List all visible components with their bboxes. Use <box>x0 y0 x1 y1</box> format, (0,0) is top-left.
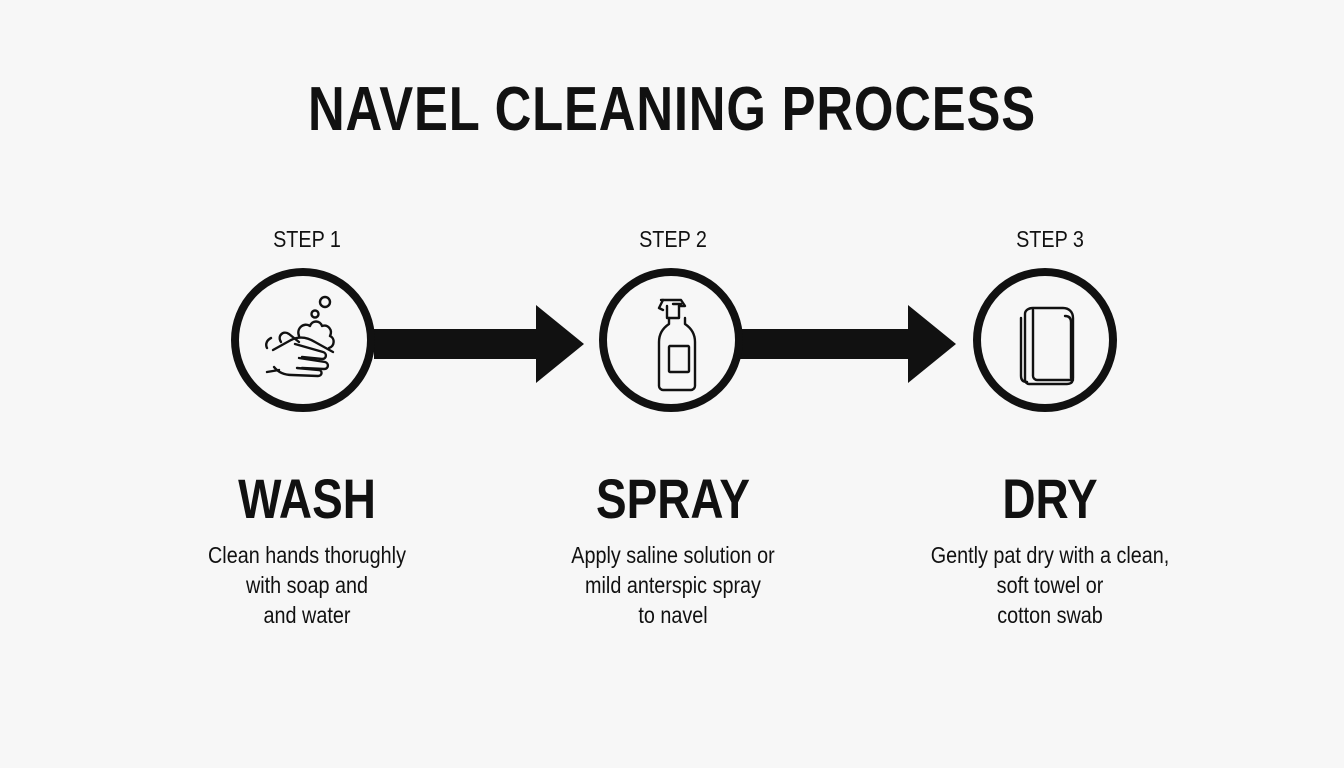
washing-hands-icon <box>265 295 335 378</box>
step-description: Apply saline solution or mild anterspic … <box>535 540 810 630</box>
towel-icon <box>1019 306 1075 386</box>
description-line: with soap and <box>245 572 369 598</box>
description-line: Gently pat dry with a clean, <box>930 542 1170 568</box>
description-line: cotton swab <box>997 602 1103 628</box>
description-line: to navel <box>638 602 708 628</box>
description-line: soft towel or <box>996 572 1104 598</box>
arrow-shaft <box>374 329 540 359</box>
description-line: Apply saline solution or <box>571 542 775 568</box>
step-number-label: STEP 3 <box>1016 226 1084 252</box>
step-number-label: STEP 2 <box>639 226 707 252</box>
arrow-connector-2 <box>740 303 958 389</box>
description-line: mild anterspic spray <box>585 572 761 598</box>
spray-bottle-icon <box>657 298 697 392</box>
step-icon-circle <box>973 268 1117 412</box>
step-heading: DRY <box>1002 467 1098 530</box>
arrow-head <box>536 305 584 383</box>
description-line: Clean hands thorughly <box>208 542 406 568</box>
page-title: NAVEL CLEANING PROCESS <box>307 75 1037 144</box>
step-icon-circle <box>231 268 375 412</box>
step-heading: SPRAY <box>595 467 750 530</box>
arrow-head <box>908 305 956 383</box>
arrow-shaft <box>740 329 912 359</box>
description-line: and water <box>263 602 351 628</box>
step-number-label: STEP 1 <box>273 226 341 252</box>
step-icon-circle <box>599 268 743 412</box>
step-heading: WASH <box>238 467 376 530</box>
step-description: Clean hands thorughly with soap and and … <box>169 540 444 630</box>
step-description: Gently pat dry with a clean, soft towel … <box>912 540 1187 630</box>
arrow-connector-1 <box>374 303 586 389</box>
